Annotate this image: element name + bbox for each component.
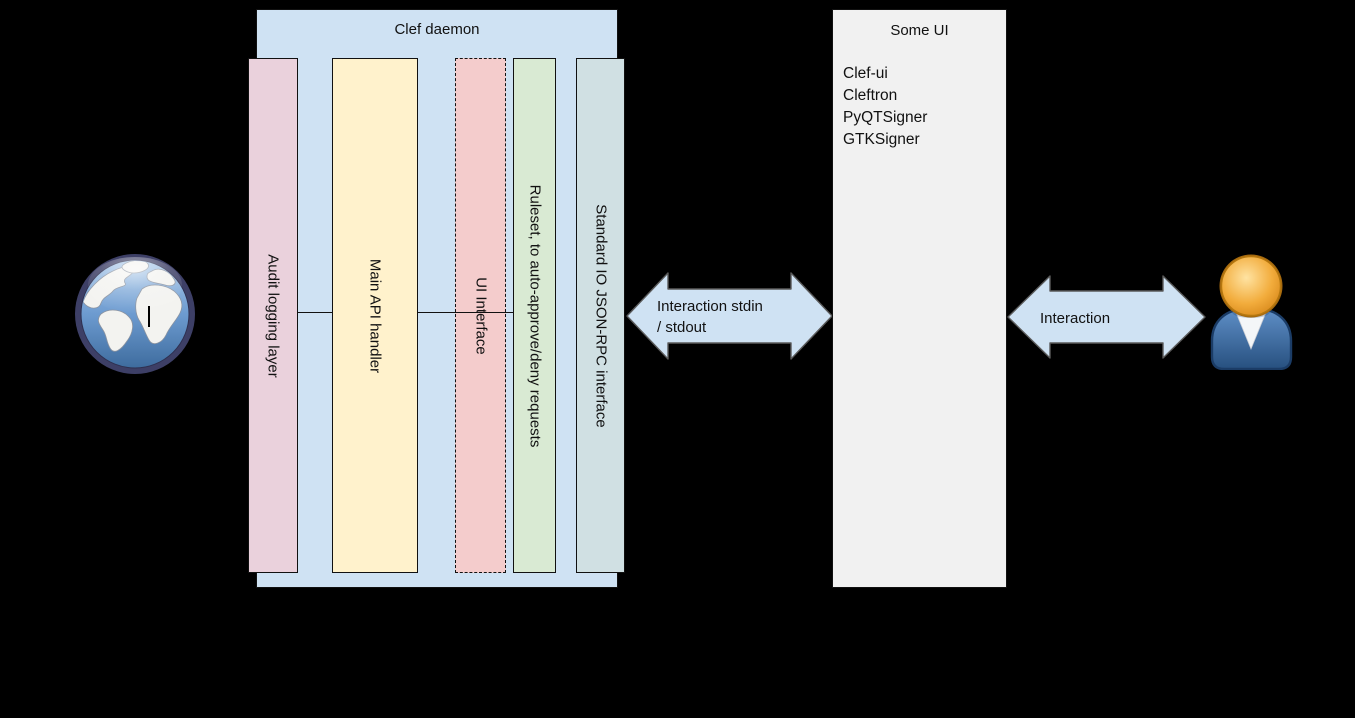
layer-bar-main-api-handler: Main API handler	[332, 58, 418, 573]
arrow-label-interaction: Interaction	[1040, 310, 1111, 327]
connector-line-audit-api	[298, 312, 332, 314]
layer-bar-audit-logging: Audit logging layer	[248, 58, 298, 573]
ui-item-cleftron: Cleftron	[843, 87, 898, 104]
layer-bar-stdio-jsonrpc: Standard IO JSON-RPC interface	[576, 58, 625, 573]
some-ui-box	[832, 9, 1007, 588]
globe-icon	[75, 254, 195, 374]
layer-label-ruleset: Ruleset, to auto-approve/deny requests	[526, 184, 543, 447]
clef-daemon-title: Clef daemon	[394, 21, 480, 38]
arrow-label-stdin-stdout: Interaction stdin / stdout	[657, 296, 763, 338]
ui-item-clef-ui: Clef-ui	[843, 65, 888, 82]
ui-item-pyqtsigner: PyQTSigner	[843, 109, 928, 126]
layer-bar-ruleset: Ruleset, to auto-approve/deny requests	[513, 58, 556, 573]
arrow-label-line2: / stdout	[657, 319, 707, 336]
layer-bar-ui-interface: UI Interface	[455, 58, 506, 573]
double-arrow-interaction-icon	[1007, 275, 1206, 359]
layer-label-main-api-handler: Main API handler	[366, 258, 384, 373]
layer-label-stdio-jsonrpc: Standard IO JSON-RPC interface	[592, 203, 609, 428]
user-icon	[1210, 254, 1293, 370]
connector-line-api-ruleset	[418, 312, 513, 314]
arrow-label-line1: Interaction stdin	[657, 298, 763, 315]
some-ui-list: Clef-ui Cleftron PyQTSigner GTKSigner	[843, 63, 927, 151]
layer-label-audit-logging: Audit logging layer	[264, 253, 282, 378]
text-cursor-artifact	[148, 306, 150, 327]
ui-item-gtksigner: GTKSigner	[843, 131, 920, 148]
clef-daemon-box	[256, 9, 618, 588]
layer-label-ui-interface: UI Interface	[472, 276, 489, 355]
some-ui-title: Some UI	[890, 22, 949, 39]
